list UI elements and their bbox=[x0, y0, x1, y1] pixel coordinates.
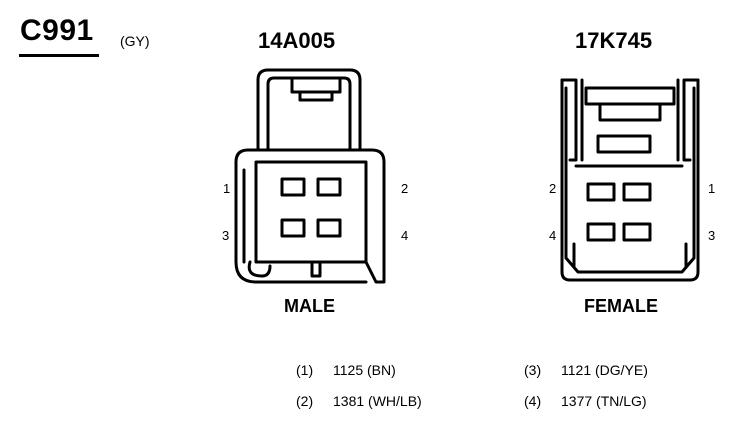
female-cavity-4 bbox=[586, 222, 616, 242]
legend-pin-4: (4) bbox=[524, 393, 542, 409]
male-pin-label-1: 1 bbox=[223, 181, 231, 196]
female-label: FEMALE bbox=[584, 296, 658, 316]
female-connector-outline bbox=[560, 78, 700, 282]
connector-color-code: (GY) bbox=[120, 33, 150, 49]
female-pin-label-2: 2 bbox=[549, 181, 557, 196]
legend-circuit-2: 1381 (WH/LB) bbox=[333, 393, 422, 409]
female-cavity-2 bbox=[586, 182, 616, 202]
legend-circuit-4: 1377 (TN/LG) bbox=[561, 393, 647, 409]
male-cavity-3 bbox=[280, 218, 306, 238]
male-pin-label-2: 2 bbox=[401, 181, 409, 196]
male-connector-outline bbox=[234, 68, 386, 284]
male-cavity-1 bbox=[280, 177, 306, 197]
legend-circuit-1: 1125 (BN) bbox=[333, 362, 396, 378]
female-pin-label-4: 4 bbox=[549, 228, 557, 243]
female-part-number: 17K745 bbox=[575, 28, 653, 53]
legend-pin-2: (2) bbox=[296, 393, 314, 409]
legend-pin-3: (3) bbox=[524, 362, 542, 378]
female-cavity-1 bbox=[622, 182, 652, 202]
connector-id: C991 bbox=[20, 14, 94, 47]
connector-id-underline bbox=[19, 54, 99, 57]
legend-pin-1: (1) bbox=[296, 362, 314, 378]
legend-circuit-3: 1121 (DG/YE) bbox=[561, 362, 648, 378]
male-label: MALE bbox=[284, 296, 335, 316]
male-cavity-4 bbox=[316, 218, 342, 238]
female-cavity-3 bbox=[622, 222, 652, 242]
male-part-number: 14A005 bbox=[258, 28, 336, 53]
male-pin-label-3: 3 bbox=[222, 228, 230, 243]
male-pin-label-4: 4 bbox=[401, 228, 409, 243]
female-pin-label-3: 3 bbox=[708, 228, 716, 243]
male-cavity-2 bbox=[316, 177, 342, 197]
female-pin-label-1: 1 bbox=[708, 181, 716, 196]
